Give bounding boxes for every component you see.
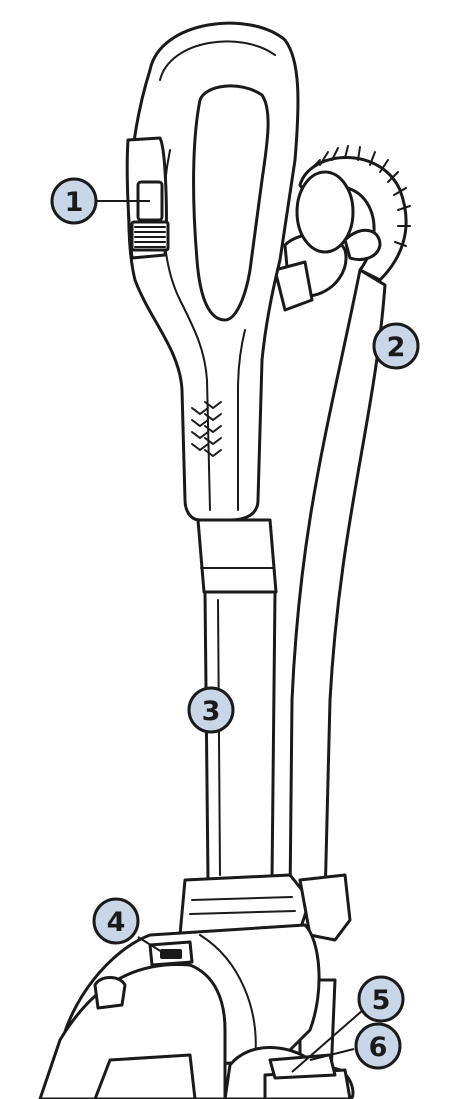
wheel-left [95, 978, 125, 1009]
callout-2-label: 2 [387, 332, 406, 363]
base [40, 875, 353, 1099]
handle [127, 23, 298, 520]
callout-6-label: 6 [369, 1032, 388, 1063]
callout-1-label: 1 [65, 187, 84, 218]
callout-3: 3 [189, 688, 233, 732]
callout-3-label: 3 [202, 696, 221, 727]
callout-5: 5 [359, 977, 403, 1021]
callout-1: 1 [52, 179, 96, 223]
callout-6: 6 [356, 1024, 400, 1068]
callout-2: 2 [374, 324, 418, 368]
hose-body [290, 270, 385, 900]
callout-4: 4 [94, 899, 138, 943]
callout-5-label: 5 [372, 985, 391, 1016]
callout-4-label: 4 [107, 907, 126, 938]
switch-slider[interactable] [132, 222, 168, 250]
handle-collar [198, 520, 276, 592]
wand-tube [205, 592, 275, 880]
